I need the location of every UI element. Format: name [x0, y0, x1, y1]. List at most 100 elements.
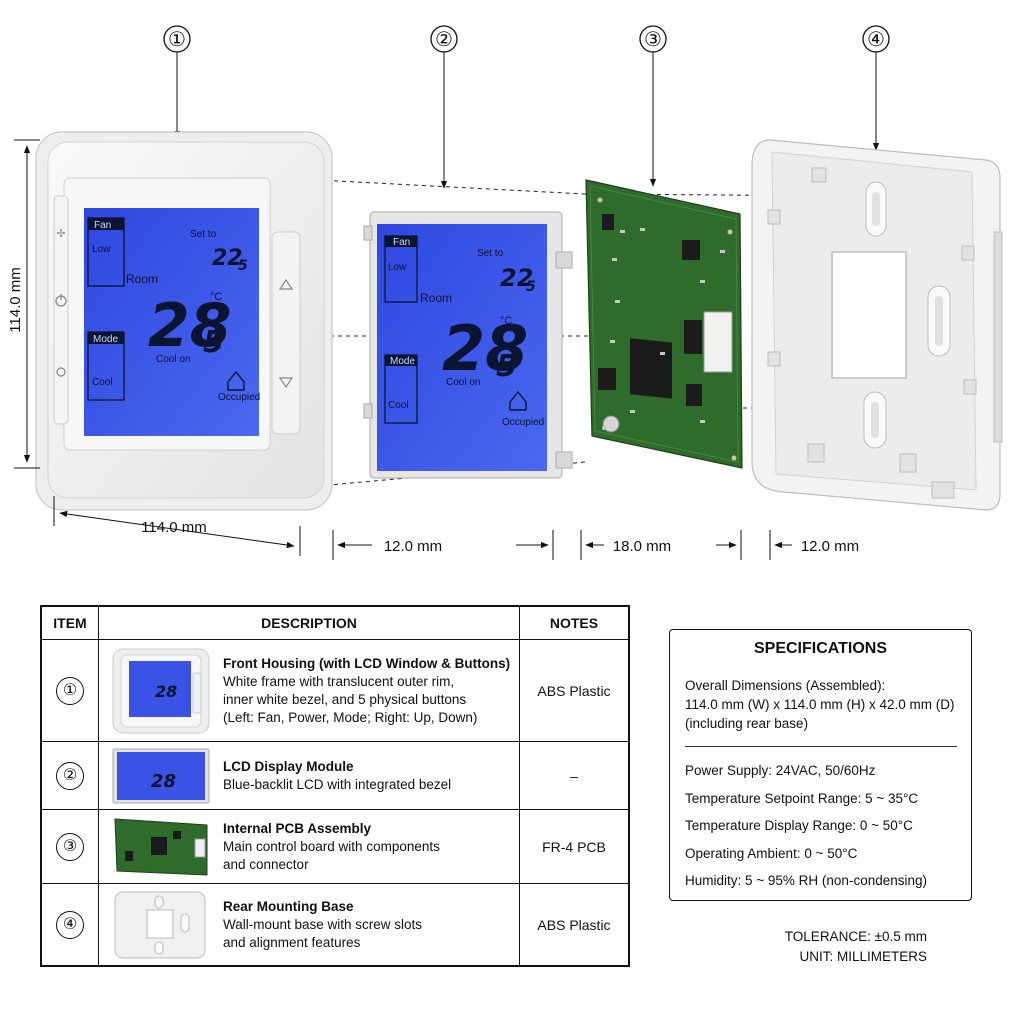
dimension-height: 114.0 mm	[7, 139, 40, 469]
dimension-lcd-depth: 12.0 mm	[332, 530, 554, 560]
svg-text:Fan: Fan	[393, 237, 410, 248]
item-notes: ABS Plastic	[519, 639, 629, 742]
spec-power-supply: Power Supply: 24VAC, 50/60Hz	[685, 763, 876, 778]
dimension-base-depth: 12.0 mm	[769, 530, 859, 560]
overall-dimensions: Overall Dimensions (Assembled): 114.0 mm…	[685, 678, 955, 731]
item-notes: –	[519, 741, 629, 810]
svg-text:28: 28	[442, 312, 528, 385]
callout-3: ③	[639, 25, 667, 187]
svg-text:②: ②	[435, 29, 453, 51]
rear-mounting-base	[751, 139, 1003, 511]
house-icon	[509, 390, 527, 411]
svg-text:5: 5	[203, 325, 224, 360]
header-notes: NOTES	[519, 606, 629, 640]
svg-text:Occupied: Occupied	[502, 417, 544, 428]
pcb-assembly	[585, 179, 743, 469]
svg-text:18.0 mm: 18.0 mm	[613, 538, 671, 555]
svg-text:③: ③	[644, 29, 662, 51]
table-row: ② 28 LCD Display Module Blue-backlit LCD…	[41, 741, 629, 810]
svg-text:①: ①	[168, 29, 186, 51]
svg-text:5: 5	[238, 258, 248, 274]
tolerance-text: TOLERANCE: ±0.5 mm	[784, 929, 927, 944]
svg-text:Cool: Cool	[388, 400, 409, 411]
item-title: Rear Mounting Base	[223, 898, 354, 914]
svg-text:114.0 mm: 114.0 mm	[7, 267, 24, 333]
svg-text:Low: Low	[388, 262, 407, 273]
spec-operating-ambient: Operating Ambient: 0 ~ 50°C	[685, 845, 858, 861]
spec-setpoint-range: Temperature Setpoint Range: 5 ~ 35°C	[685, 790, 919, 806]
front-housing: ✢ Fan Low Set to 22 5 Room 28 5 °C Cool …	[35, 131, 333, 511]
svg-text:Cool on: Cool on	[156, 354, 190, 365]
svg-text:°C: °C	[210, 291, 222, 303]
item-notes: FR-4 PCB	[519, 809, 629, 884]
svg-text:28: 28	[151, 771, 176, 792]
item-number: ①	[56, 676, 84, 705]
svg-text:Mode: Mode	[93, 334, 118, 345]
down-button[interactable]	[278, 377, 294, 389]
svg-text:12.0 mm: 12.0 mm	[801, 538, 859, 555]
table-row: ④ Rear Mounting Base Wall-mount b	[41, 883, 629, 966]
spec-display-range: Temperature Display Range: 0 ~ 50°C	[685, 818, 913, 833]
header-item: ITEM	[41, 606, 99, 640]
svg-text:Room: Room	[126, 272, 158, 286]
callout-2: ②	[430, 25, 458, 189]
callout-1: ①	[163, 25, 191, 139]
svg-text:Mode: Mode	[390, 356, 415, 367]
specifications-box: SPECIFICATIONS Overall Dimensions (Assem…	[669, 629, 972, 901]
svg-text:Set to: Set to	[190, 229, 217, 240]
up-button[interactable]	[278, 278, 294, 290]
svg-text:28: 28	[155, 682, 177, 701]
svg-text:Cool: Cool	[92, 377, 113, 388]
svg-text:114.0 mm: 114.0 mm	[141, 519, 207, 536]
exploded-view-diagram: ① ② ③ ④ ✢	[7, 25, 1003, 560]
power-icon[interactable]	[55, 294, 67, 307]
svg-text:12.0 mm: 12.0 mm	[384, 538, 442, 555]
svg-text:5: 5	[526, 279, 536, 295]
dimension-pcb-depth: 18.0 mm	[580, 530, 742, 560]
thumbnail-lcd-module: 28	[99, 747, 223, 805]
svg-text:°C: °C	[500, 315, 512, 327]
specifications-heading: SPECIFICATIONS	[753, 640, 888, 657]
center-cutout	[831, 251, 907, 379]
item-description: Wall-mount base with screw slots and ali…	[223, 916, 423, 950]
svg-text:5: 5	[496, 349, 517, 384]
dimension-width: 114.0 mm	[53, 496, 301, 556]
table-header-row: ITEM DESCRIPTION NOTES	[41, 606, 629, 640]
svg-text:Fan: Fan	[94, 220, 111, 231]
svg-text:22: 22	[500, 264, 533, 292]
thumbnail-pcb	[99, 815, 223, 879]
tolerance-note: TOLERANCE: ±0.5 mm UNIT: MILLIMETERS	[780, 927, 927, 967]
lcd-module: Fan Low Set to 22 5 Room 28 5 °C Cool on…	[363, 211, 573, 479]
divider	[685, 746, 957, 747]
item-description: White frame with translucent outer rim, …	[223, 673, 478, 725]
svg-text:Set to: Set to	[477, 248, 504, 259]
item-title: Internal PCB Assembly	[223, 820, 372, 836]
item-number: ②	[56, 761, 84, 790]
table-row: ③ Internal PCB Assembly Main cont	[41, 809, 629, 884]
svg-text:✢: ✢	[56, 227, 65, 240]
svg-text:Room: Room	[420, 291, 452, 305]
header-description: DESCRIPTION	[98, 606, 520, 640]
item-description: Main control board with components and c…	[223, 838, 440, 872]
callout-4: ④	[862, 25, 890, 151]
svg-text:④: ④	[867, 29, 885, 51]
fan-button[interactable]: ✢	[56, 227, 65, 240]
item-description: Blue-backlit LCD with integrated bezel	[223, 776, 452, 792]
svg-text:Occupied: Occupied	[218, 392, 260, 403]
thumbnail-rear-base	[99, 888, 223, 962]
svg-text:Low: Low	[92, 244, 111, 255]
unit-text: UNIT: MILLIMETERS	[799, 949, 927, 964]
thumbnail-front-housing: 28	[99, 647, 223, 735]
svg-text:28: 28	[148, 291, 232, 361]
svg-text:22: 22	[212, 246, 243, 271]
item-title: LCD Display Module	[223, 758, 354, 774]
item-number: ③	[56, 832, 84, 861]
house-icon	[227, 370, 245, 391]
item-notes: ABS Plastic	[519, 883, 629, 966]
pcb-connector	[703, 311, 733, 373]
item-title: Front Housing (with LCD Window & Buttons…	[223, 655, 511, 671]
svg-text:Cool on: Cool on	[446, 377, 480, 388]
spec-humidity: Humidity: 5 ~ 95% RH (non-condensing)	[685, 873, 927, 888]
mode-button[interactable]	[56, 367, 66, 377]
table-row: ① 28 Front Housing (with LCD Window & Bu…	[41, 639, 629, 742]
